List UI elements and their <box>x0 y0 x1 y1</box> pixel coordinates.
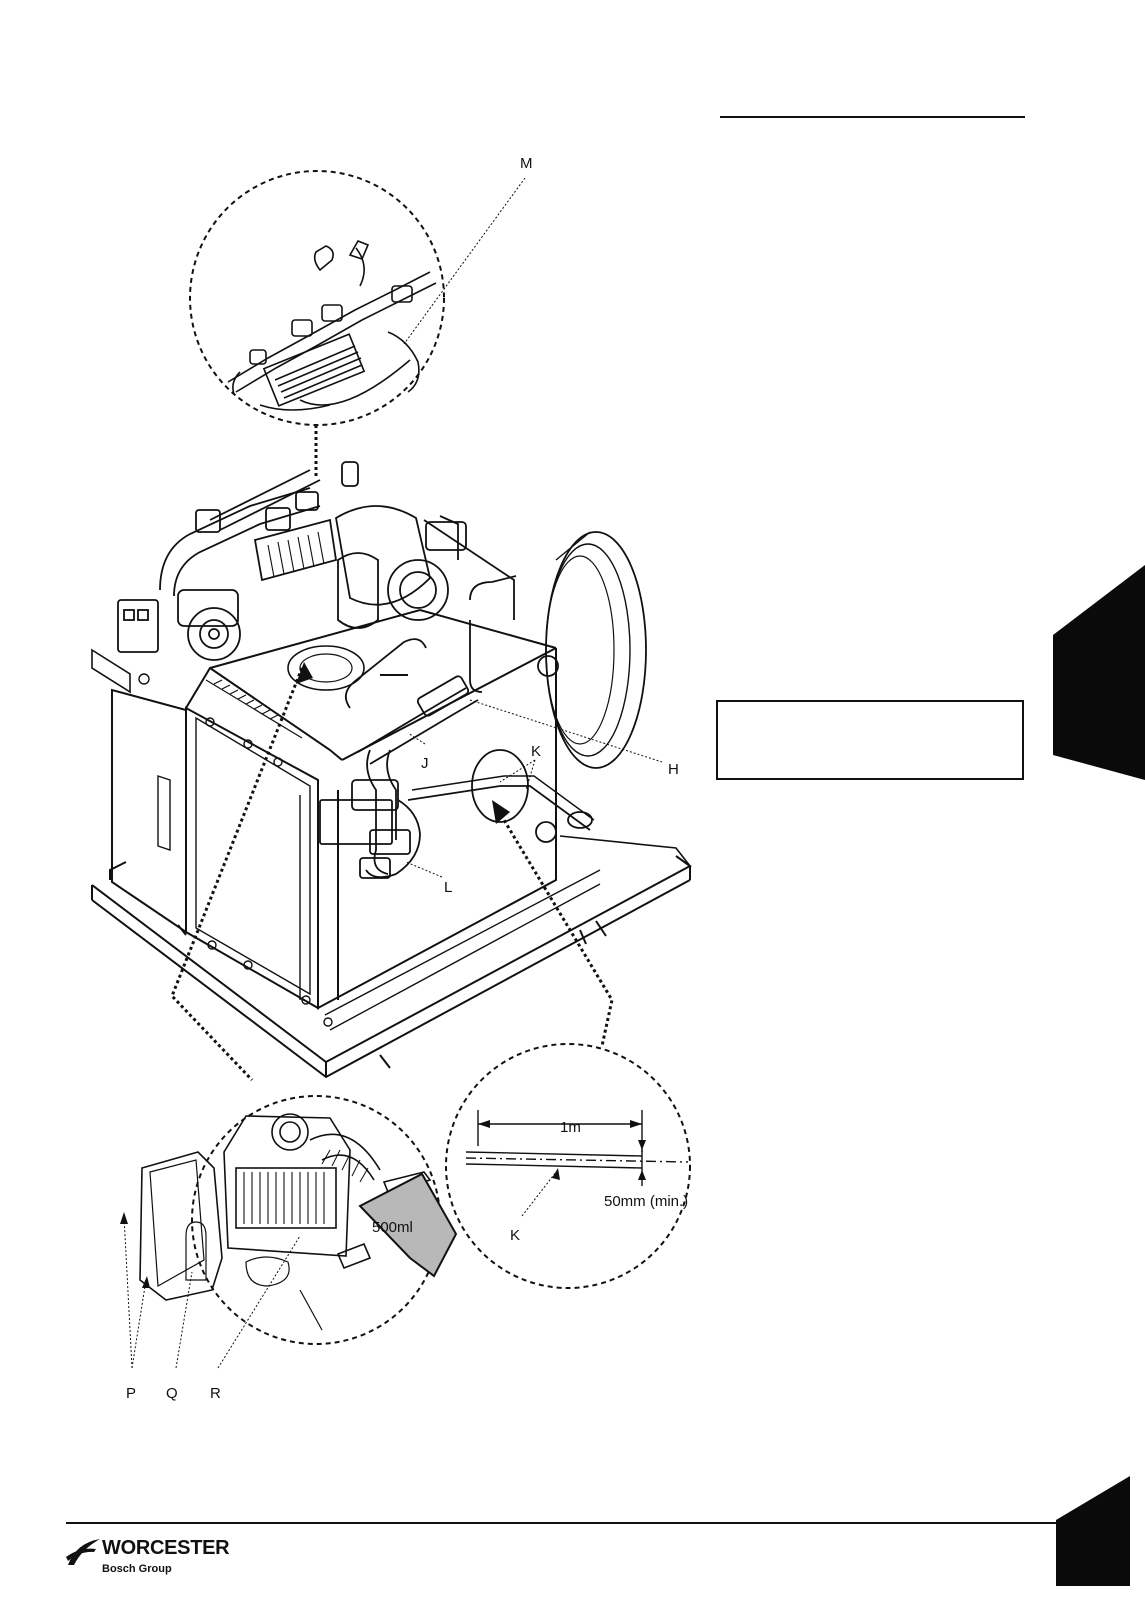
callout-j: J <box>421 755 429 772</box>
trap-volume-label: 500ml <box>372 1219 413 1236</box>
detail-circle-manifold <box>189 170 445 426</box>
footer-rule <box>66 1522 1056 1524</box>
note-box <box>716 700 1024 780</box>
hose-callout-k: K <box>510 1227 521 1244</box>
hose-length-label: 1m <box>560 1119 581 1136</box>
callout-p: P <box>126 1385 137 1402</box>
callout-k: K <box>531 743 542 760</box>
section-side-tab <box>1053 565 1145 780</box>
boiler-chassis <box>91 608 692 1079</box>
callout-m: M <box>520 155 533 172</box>
header-rule <box>720 116 1025 118</box>
flue-disc <box>545 531 647 769</box>
callout-l: L <box>444 879 453 896</box>
callout-h: H <box>668 761 679 778</box>
worcester-swoosh-icon <box>66 1539 100 1565</box>
pipework-assembly <box>117 461 595 879</box>
worcester-logo: WORCESTER Bosch Group <box>66 1535 236 1595</box>
logo-brand: WORCESTER <box>102 1537 230 1559</box>
detail-circle-hose <box>445 1043 691 1289</box>
detail-circle-trap <box>120 1095 458 1369</box>
callout-q: Q <box>166 1385 178 1402</box>
logo-group: Bosch Group <box>102 1563 172 1575</box>
page-corner-tab <box>1056 1476 1130 1586</box>
callout-r: R <box>210 1385 221 1402</box>
hose-clearance-label: 50mm (min.) <box>604 1193 689 1210</box>
